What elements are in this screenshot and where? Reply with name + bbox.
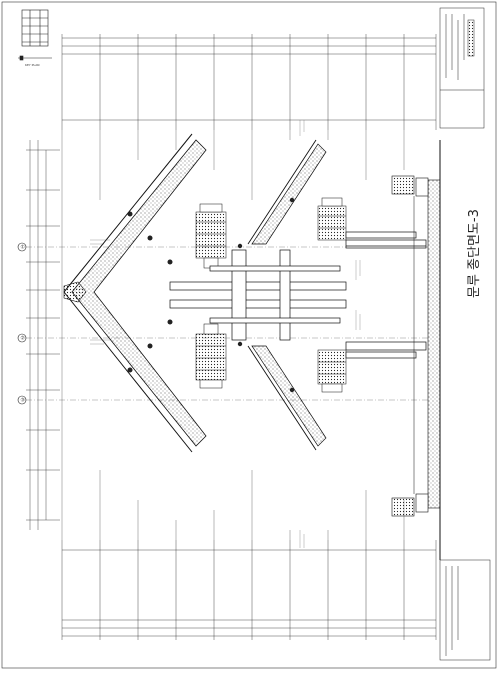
legend-block (439, 7, 485, 129)
left-dimension-column (26, 140, 60, 530)
bottom-dimension-strings (61, 540, 437, 640)
lower-bracket-right (317, 349, 347, 393)
lower-bracket-left (317, 197, 347, 241)
stone-plinths (391, 175, 441, 517)
upper-bracket-right (195, 323, 227, 389)
drawing-title: 문루 종단면도-3 (467, 209, 482, 298)
annotation-marks (90, 120, 361, 548)
notes-box (439, 559, 491, 661)
leader-lines (61, 130, 405, 540)
top-dimension-strings (61, 34, 437, 130)
key-plan-label: KEY PLAN (25, 63, 40, 67)
main-roof (63, 133, 207, 453)
rafter-ornaments (127, 197, 295, 393)
lower-roof (247, 139, 327, 451)
grid-marker-3-label: ③ (21, 398, 25, 404)
key-plan (18, 9, 52, 61)
columns (345, 239, 427, 351)
beams-posts (169, 231, 417, 359)
upper-bracket-left (195, 203, 227, 269)
grid-marker-2-label: ② (21, 336, 26, 342)
grid-marker-1-label: ① (21, 245, 26, 251)
